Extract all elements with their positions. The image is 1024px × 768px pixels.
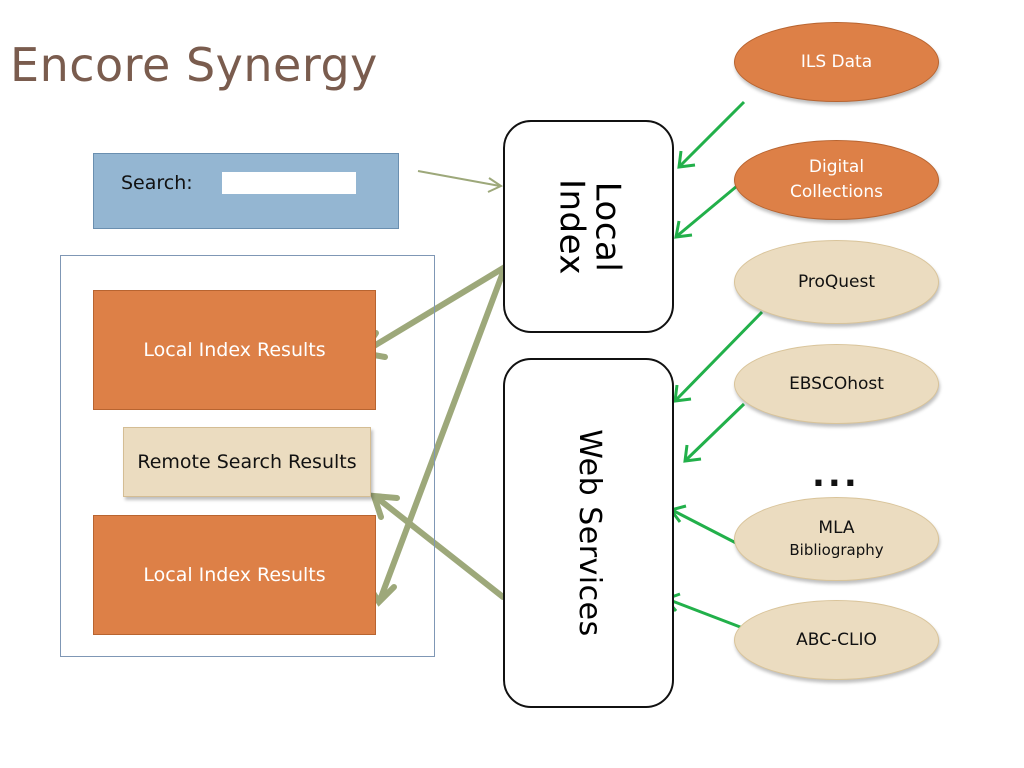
digital-collections-arrow <box>674 184 738 239</box>
abc-clio-arrow <box>663 592 749 632</box>
source-ils-data-label: ILS Data <box>800 51 873 72</box>
local-index-box: Local Index <box>503 120 674 333</box>
remote-search-results-label: Remote Search Results <box>137 451 357 473</box>
more-sources-ellipsis: ... <box>812 455 860 495</box>
proquest-arrow <box>673 310 764 403</box>
source-digital-collections: Digital Collections <box>734 140 939 220</box>
source-abc-clio: ABC-CLIO <box>734 600 939 680</box>
results-panel <box>60 255 435 657</box>
local-index-results-bottom: Local Index Results <box>93 515 376 635</box>
ebscohost-arrow <box>683 402 746 463</box>
local-index-label: Local Index <box>551 178 628 275</box>
local-index-label-line2: Index <box>551 178 592 275</box>
ils-data-arrow <box>677 100 746 169</box>
source-ebscohost: EBSCOhost <box>734 344 939 424</box>
search-to-index-arrow <box>417 170 504 193</box>
source-ils-data: ILS Data <box>734 22 939 102</box>
source-proquest: ProQuest <box>734 240 939 324</box>
local-index-results-top-label: Local Index Results <box>143 339 326 361</box>
local-index-results-bottom-label: Local Index Results <box>143 564 326 586</box>
source-digital-collections-line1: Digital <box>808 157 865 178</box>
search-label: Search: <box>121 172 193 194</box>
source-mla-bibliography-line2: Bibliography <box>789 541 884 560</box>
source-mla-bibliography-line1: MLA <box>818 517 855 538</box>
mla-bibliography-arrow <box>668 504 739 546</box>
source-mla-bibliography: MLA Bibliography <box>734 497 939 581</box>
search-input[interactable] <box>222 172 356 194</box>
remote-search-results: Remote Search Results <box>123 427 371 497</box>
web-services-box: Web Services <box>503 358 674 708</box>
source-proquest-label: ProQuest <box>797 271 876 292</box>
web-services-to-remote-results-arrow <box>369 492 506 600</box>
source-ebscohost-label: EBSCOhost <box>789 373 884 394</box>
web-services-label: Web Services <box>571 429 607 637</box>
source-digital-collections-line2: Collections <box>790 182 883 202</box>
local-index-label-line1: Local <box>587 181 628 272</box>
page-title: Encore Synergy <box>10 38 378 92</box>
local-index-results-top: Local Index Results <box>93 290 376 410</box>
search-panel: Search: <box>93 153 399 229</box>
source-abc-clio-label: ABC-CLIO <box>796 629 877 650</box>
